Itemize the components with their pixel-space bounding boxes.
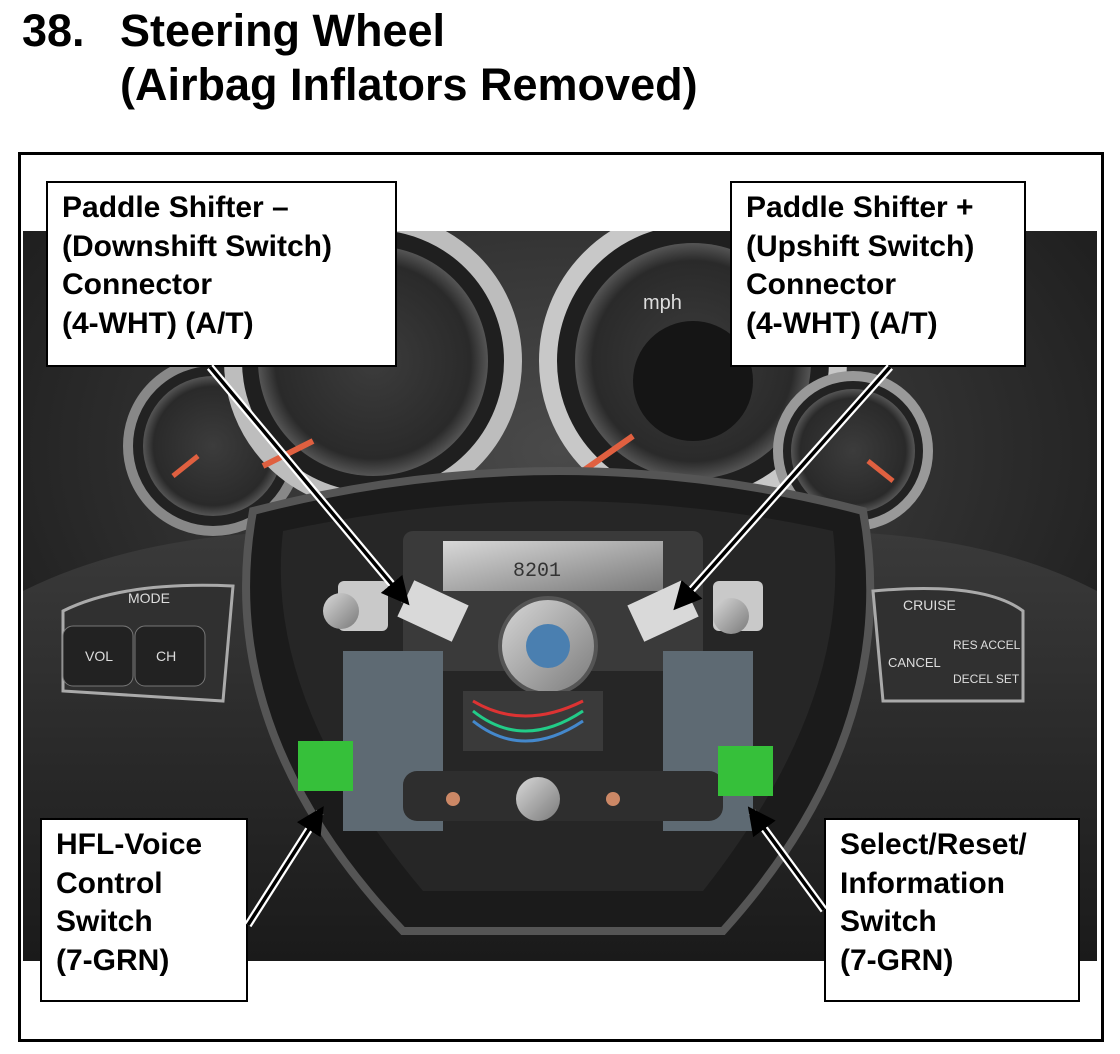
vol-label: VOL — [85, 648, 113, 664]
callout-line: Paddle Shifter + — [746, 191, 974, 224]
callout-line: (4-WHT) (A/T) — [62, 306, 254, 340]
callout-line: Switch — [840, 905, 937, 938]
callout-line: (7-GRN) — [840, 943, 954, 977]
ch-label: CH — [156, 648, 176, 664]
callout-line: (Upshift Switch) — [746, 229, 975, 263]
callout-line: Information — [840, 866, 1005, 900]
title-line-2: (Airbag Inflators Removed) — [120, 59, 698, 110]
callout-line: Switch — [56, 905, 153, 938]
cruise-label: CRUISE — [903, 597, 956, 613]
hub-part-number: 8201 — [513, 560, 561, 583]
arrow-paddle-upshift — [673, 364, 893, 611]
arrow-hfl-voice — [244, 806, 324, 928]
res-accel-label: RES ACCEL — [953, 638, 1021, 652]
callout-line: HFL-Voice — [56, 828, 203, 861]
decel-set-label: DECEL SET — [953, 672, 1020, 686]
callout-line: Connector — [746, 268, 896, 301]
callout-paddle-shifter-upshift: Paddle Shifter + (Upshift Switch) Connec… — [730, 181, 1026, 367]
cancel-label: CANCEL — [888, 655, 941, 670]
callout-hfl-voice-control-switch: HFL-Voice Control Switch (7-GRN) — [40, 818, 248, 1002]
callout-line: Connector — [62, 268, 212, 301]
callout-line: Select/Reset/ — [840, 828, 1027, 861]
section-number: 38. — [22, 5, 85, 56]
callout-line: Paddle Shifter – — [62, 191, 289, 224]
callout-line: (4-WHT) (A/T) — [746, 306, 938, 340]
callout-select-reset-information-switch: Select/Reset/ Information Switch (7-GRN) — [824, 818, 1080, 1002]
callout-line: Control — [56, 866, 163, 900]
arrow-select-reset — [747, 806, 828, 913]
mode-label: MODE — [128, 590, 170, 606]
callout-line: (7-GRN) — [56, 943, 170, 977]
arrow-paddle-downshift — [206, 364, 410, 606]
callout-paddle-shifter-downshift: Paddle Shifter – (Downshift Switch) Conn… — [46, 181, 397, 367]
title-line-1: Steering Wheel — [120, 5, 446, 56]
speedometer-unit: mph — [643, 292, 682, 314]
callout-line: (Downshift Switch) — [62, 229, 332, 263]
